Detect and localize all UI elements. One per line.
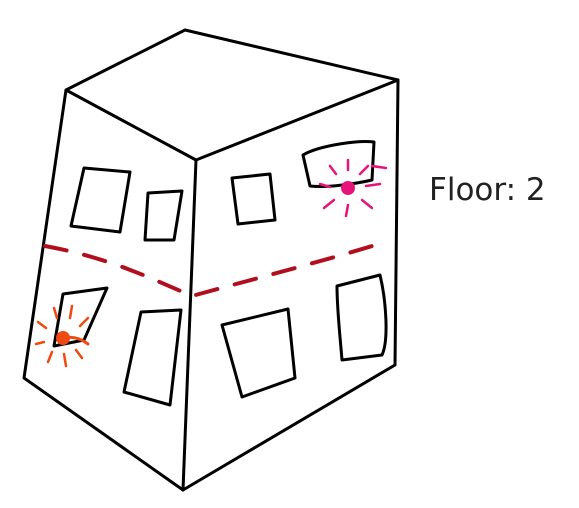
floor-2-marker-rays xyxy=(318,158,388,218)
floor-1-marker xyxy=(34,304,90,368)
floor-label: Floor: xyxy=(429,172,517,208)
window-left-lower-2 xyxy=(122,308,183,407)
building-outline xyxy=(22,28,400,492)
window-right-lower-2 xyxy=(335,273,388,362)
windows xyxy=(52,140,388,407)
right-wall-outline xyxy=(181,78,400,492)
window-right-upper-1 xyxy=(230,172,277,226)
roof-outline xyxy=(64,28,400,162)
floor-1-marker-pointer xyxy=(61,335,90,346)
floor-1-marker-rays xyxy=(34,304,90,368)
window-right-lower-1 xyxy=(220,307,297,399)
left-wall-outline xyxy=(22,88,198,492)
window-left-upper-1 xyxy=(69,166,132,234)
window-left-upper-2 xyxy=(143,189,184,242)
floor-value: 2 xyxy=(525,172,546,208)
floor-readout: Floor: 2 xyxy=(429,175,546,206)
floor-divider-line xyxy=(43,241,384,298)
floor-2-marker-dot xyxy=(341,181,355,195)
floor-2-marker xyxy=(318,158,388,218)
window-right-upper-2 xyxy=(301,140,376,188)
